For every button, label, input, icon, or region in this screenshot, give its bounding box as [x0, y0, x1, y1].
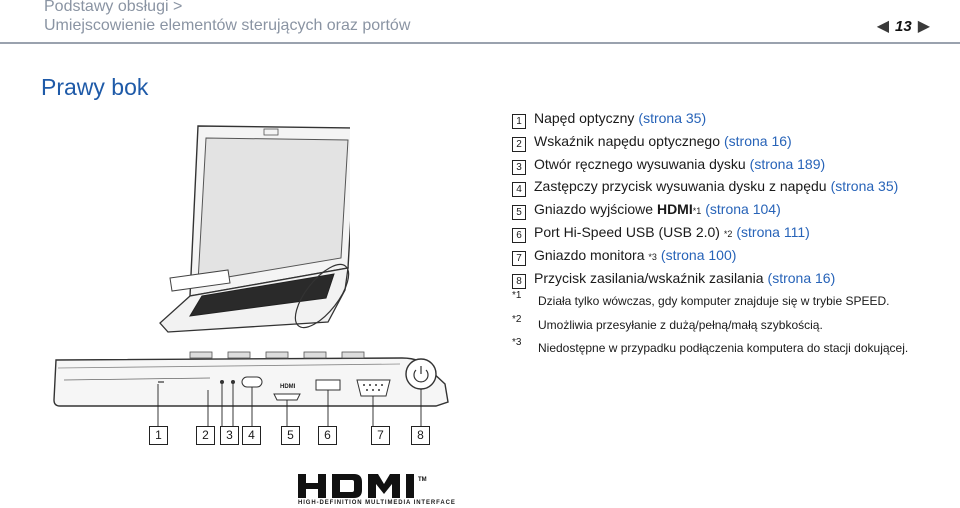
- item-number-badge: 4: [512, 182, 526, 198]
- item-text: Otwór ręcznego wysuwania dysku: [534, 155, 746, 172]
- item-number-badge: 7: [512, 250, 526, 266]
- page-link[interactable]: (strona 35): [830, 178, 899, 195]
- page-navigation: ◀ 13 ▶: [877, 16, 930, 36]
- callout-number: 3: [220, 426, 239, 445]
- list-item: 8 Przycisk zasilania/wskaźnik zasilania …: [512, 270, 952, 293]
- page-link[interactable]: (strona 111): [736, 223, 810, 240]
- footnotes: *1 Działa tylko wówczas, gdy komputer zn…: [512, 290, 952, 363]
- list-item: 7 Gniazdo monitora *3 (strona 100): [512, 247, 952, 270]
- page-link[interactable]: (strona 35): [638, 110, 707, 126]
- hdmi-label: HDMI: [656, 201, 693, 218]
- right-side-view: HDMI: [53, 351, 449, 426]
- trademark-mark: TM: [418, 477, 427, 483]
- callout-number: 1: [149, 426, 168, 445]
- list-item: 4 Zastępczy przycisk wysuwania dysku z n…: [512, 178, 952, 201]
- item-text: Wskaźnik napędu optycznego: [534, 132, 720, 149]
- prev-page-icon[interactable]: ◀: [876, 18, 889, 35]
- hdmi-logo: TM: [298, 474, 427, 498]
- footnote-text: Niedostępne w przypadku podłączenia komp…: [538, 341, 909, 355]
- component-list: 1 Napęd optyczny (strona 35) 2 Wskaźnik …: [512, 110, 952, 292]
- item-text: Przycisk zasilania/wskaźnik zasilania: [534, 269, 764, 286]
- item-number-badge: 5: [512, 205, 526, 221]
- page-number: 13: [895, 17, 912, 35]
- callout-number: 6: [318, 426, 337, 445]
- footnote: *1 Działa tylko wówczas, gdy komputer zn…: [512, 290, 952, 316]
- item-number-badge: 3: [512, 159, 526, 175]
- item-number-badge: 2: [512, 136, 526, 152]
- footnote-mark: *3: [512, 337, 522, 348]
- footnote-mark: *2: [512, 313, 522, 325]
- footnote-text: Działa tylko wówczas, gdy komputer znajd…: [538, 294, 890, 308]
- callout-number: 4: [242, 426, 261, 445]
- item-text: Zastępczy przycisk wysuwania dysku z nap…: [534, 178, 827, 195]
- callout-number: 5: [281, 426, 300, 445]
- list-item: 6 Port Hi-Speed USB (USB 2.0) *2 (strona…: [512, 224, 952, 247]
- section-title: Prawy bok: [41, 74, 149, 100]
- callout-number: 7: [371, 426, 390, 445]
- hdmi-port-label: HDMI: [280, 384, 296, 390]
- footnote-mark: *1: [512, 290, 522, 301]
- header-divider: [0, 42, 960, 44]
- hdmi-logo-subtitle: HIGH-DEFINITION MULTIMEDIA INTERFACE: [298, 500, 456, 506]
- page-link[interactable]: (strona 100): [660, 246, 737, 263]
- item-number-badge: 6: [512, 227, 526, 243]
- item-text: Port Hi-Speed USB (USB 2.0): [534, 223, 720, 240]
- list-item: 2 Wskaźnik napędu optycznego (strona 16): [512, 133, 952, 156]
- page-link[interactable]: (strona 104): [705, 201, 781, 218]
- footnote-text: Umożliwia przesyłanie z dużą/pełną/małą …: [538, 317, 823, 332]
- item-number-badge: 8: [512, 273, 526, 289]
- item-number-badge: 1: [512, 114, 526, 129]
- list-item: 5 Gniazdo wyjściowe HDMI*1 (strona 104): [512, 201, 952, 224]
- footnote: *3 Niedostępne w przypadku podłączenia k…: [512, 337, 952, 363]
- breadcrumb-current[interactable]: Umiejscowienie elementów sterujących ora…: [44, 17, 411, 34]
- breadcrumb-parent[interactable]: Podstawy obsługi >: [44, 0, 183, 15]
- next-page-icon[interactable]: ▶: [917, 18, 930, 35]
- page-link[interactable]: (strona 189): [749, 155, 826, 172]
- laptop-illustration: [159, 125, 350, 333]
- item-text: Gniazdo monitora: [534, 246, 645, 263]
- callout-number: 8: [411, 426, 430, 445]
- page-link[interactable]: (strona 16): [724, 132, 792, 149]
- callout-number: 2: [196, 426, 215, 445]
- list-item: 1 Napęd optyczny (strona 35): [512, 110, 952, 133]
- item-text: Napęd optyczny: [534, 110, 635, 126]
- page-link[interactable]: (strona 16): [767, 269, 836, 286]
- list-item: 3 Otwór ręcznego wysuwania dysku (strona…: [512, 156, 952, 179]
- footnote: *2 Umożliwia przesyłanie z dużą/pełną/ma…: [512, 313, 952, 340]
- item-text: Gniazdo wyjściowe: [534, 201, 654, 218]
